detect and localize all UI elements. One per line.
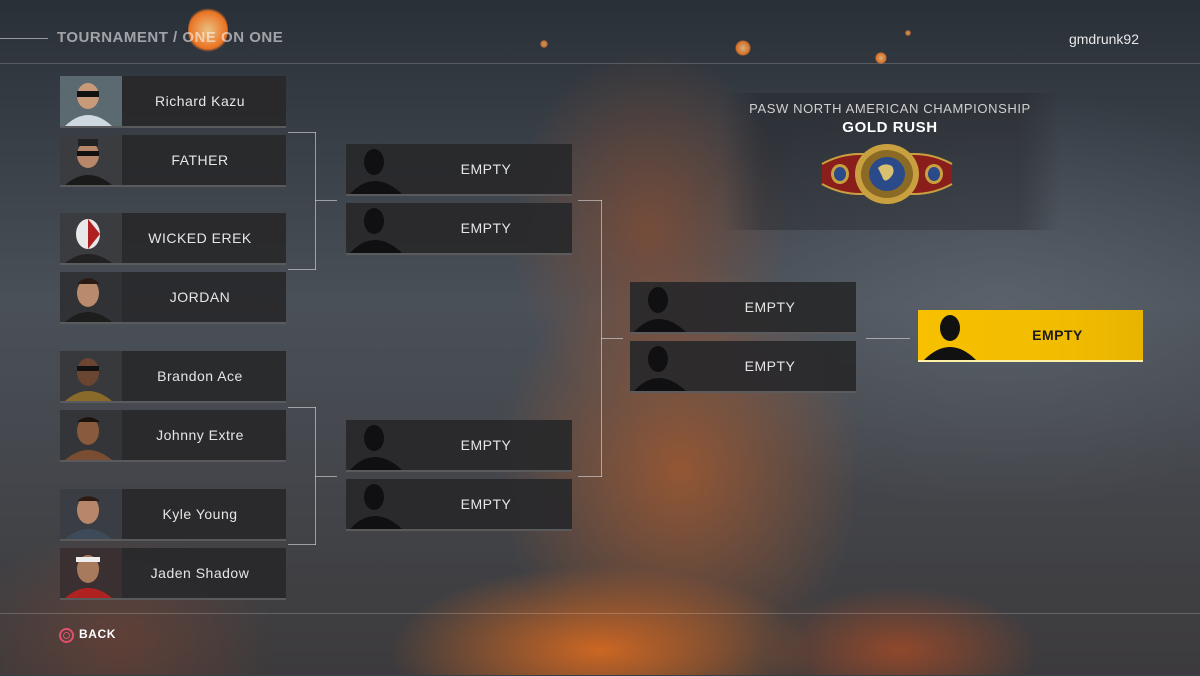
- silhouette-icon: [918, 310, 980, 360]
- wrestler-name: WICKED EREK: [148, 230, 252, 246]
- bracket-slot-round2[interactable]: EMPTY: [346, 144, 572, 196]
- wrestler-name: JORDAN: [169, 289, 231, 305]
- bracket-line: [315, 200, 337, 201]
- wrestler-portrait-icon: [60, 135, 122, 185]
- breadcrumb: TOURNAMENT / ONE ON ONE: [57, 29, 284, 46]
- bracket-line: [288, 269, 316, 270]
- bracket-line: [866, 338, 910, 339]
- bracket-line: [601, 338, 623, 339]
- wrestler-name: Johnny Extre: [156, 427, 244, 443]
- bracket-slot-round1[interactable]: Richard Kazu: [60, 76, 286, 128]
- silhouette-icon: [630, 341, 692, 391]
- wrestler-portrait-icon: [60, 410, 122, 460]
- bracket-slot-round1[interactable]: Brandon Ace: [60, 351, 286, 403]
- bracket-slot-round3[interactable]: EMPTY: [630, 341, 856, 393]
- wrestler-portrait-icon: [60, 76, 122, 126]
- bracket-slot-round1[interactable]: FATHER: [60, 135, 286, 187]
- silhouette-icon: [346, 203, 408, 253]
- wrestler-name: Jaden Shadow: [150, 565, 250, 581]
- bottom-bar: [0, 613, 1200, 676]
- wrestler-portrait-icon: [60, 351, 122, 401]
- header-rule: [0, 38, 48, 39]
- wrestler-name: Brandon Ace: [157, 368, 243, 384]
- bracket-line: [288, 407, 316, 408]
- bracket-slot-round1[interactable]: JORDAN: [60, 272, 286, 324]
- bracket-line: [288, 132, 316, 133]
- bracket-slot-round3[interactable]: EMPTY: [630, 282, 856, 334]
- winner-name: EMPTY: [1032, 327, 1083, 343]
- wrestler-name: FATHER: [171, 152, 229, 168]
- wrestler-name: Kyle Young: [162, 506, 238, 522]
- circle-button-icon[interactable]: [59, 628, 74, 643]
- bracket-slot-round2[interactable]: EMPTY: [346, 203, 572, 255]
- top-bar: TOURNAMENT / ONE ON ONE gmdrunk92: [0, 0, 1200, 64]
- slot-name: EMPTY: [460, 161, 512, 177]
- championship-belt-icon: [820, 140, 954, 206]
- bracket-line: [288, 544, 316, 545]
- slot-name: EMPTY: [744, 299, 796, 315]
- slot-name: EMPTY: [460, 496, 512, 512]
- bracket-line: [578, 200, 602, 201]
- silhouette-icon: [346, 479, 408, 529]
- bracket-slot-round1[interactable]: WICKED EREK: [60, 213, 286, 265]
- bracket-slot-round2[interactable]: EMPTY: [346, 420, 572, 472]
- bracket-slot-round1[interactable]: Jaden Shadow: [60, 548, 286, 600]
- slot-name: EMPTY: [744, 358, 796, 374]
- wrestler-name: Richard Kazu: [154, 93, 246, 109]
- championship-title: GOLD RUSH: [842, 119, 938, 136]
- bracket-line: [578, 476, 602, 477]
- bracket-line: [315, 476, 337, 477]
- silhouette-icon: [346, 144, 408, 194]
- silhouette-icon: [346, 420, 408, 470]
- bracket-slot-round1[interactable]: Kyle Young: [60, 489, 286, 541]
- back-button[interactable]: BACK: [79, 627, 117, 641]
- slot-name: EMPTY: [460, 437, 512, 453]
- silhouette-icon: [630, 282, 692, 332]
- wrestler-portrait-icon: [60, 272, 122, 322]
- username: gmdrunk92: [1068, 31, 1139, 47]
- wrestler-portrait-icon: [60, 213, 122, 263]
- slot-name: EMPTY: [460, 220, 512, 236]
- bracket-slot-round1[interactable]: Johnny Extre: [60, 410, 286, 462]
- wrestler-portrait-icon: [60, 548, 122, 598]
- bracket-slot-round2[interactable]: EMPTY: [346, 479, 572, 531]
- bracket-line: [315, 132, 316, 270]
- wrestler-portrait-icon: [60, 489, 122, 539]
- championship-name: PASW NORTH AMERICAN CHAMPIONSHIP: [749, 101, 1031, 116]
- winner-slot[interactable]: EMPTY: [918, 310, 1143, 362]
